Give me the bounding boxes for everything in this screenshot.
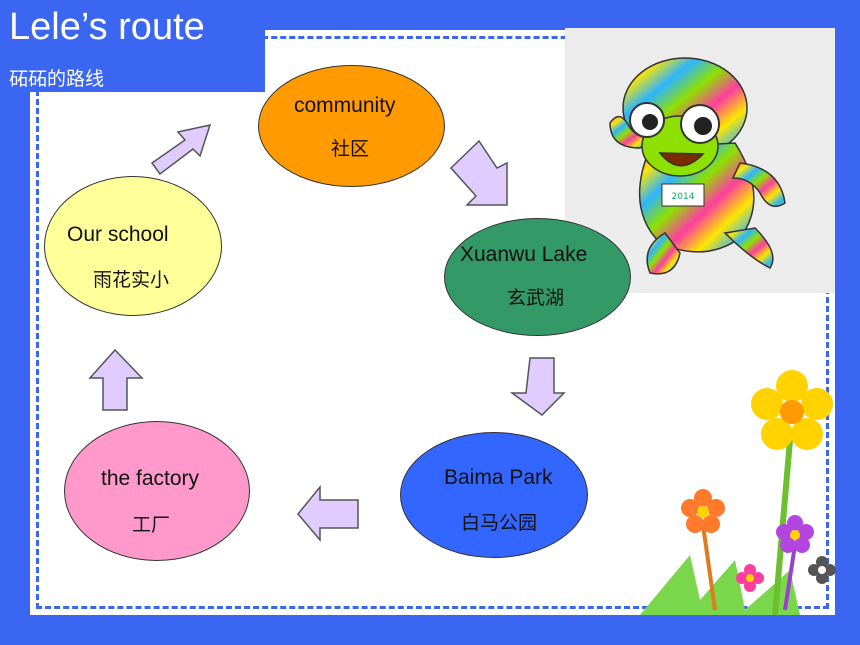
node-label-en: Our school <box>67 223 169 246</box>
arrow-school-to-community <box>150 123 212 176</box>
node-label-zh: 工厂 <box>132 514 171 536</box>
page-subtitle: 砳砳的路线 <box>9 68 105 90</box>
node-baima-park: Baima Park 白马公园 <box>400 432 588 558</box>
arrow-park-to-factory <box>297 484 359 543</box>
flower-illustration-icon <box>640 370 836 616</box>
node-label-en: the factory <box>101 467 200 490</box>
node-label-zh: 雨花实小 <box>93 269 170 291</box>
node-label-en: Baima Park <box>444 466 553 489</box>
node-label-en: community <box>294 94 396 117</box>
dashed-border <box>36 36 829 609</box>
title-box: Lele’s route 砳砳的路线 <box>0 0 265 92</box>
node-label-zh: 玄武湖 <box>507 287 565 309</box>
node-label-zh: 白马公园 <box>461 512 538 534</box>
arrow-community-to-lake <box>449 139 508 206</box>
arrow-factory-to-school <box>88 348 144 411</box>
node-factory: the factory 工厂 <box>64 421 250 561</box>
node-label-zh: 社区 <box>331 138 370 160</box>
node-xuanwu-lake: Xuanwu Lake 玄武湖 <box>444 218 631 336</box>
node-school: Our school 雨花实小 <box>44 176 222 316</box>
page-title: Lele’s route <box>9 6 205 48</box>
node-label-en: Xuanwu Lake <box>460 243 588 266</box>
arrow-lake-to-park <box>509 357 566 416</box>
svg-text:2014: 2014 <box>672 192 695 202</box>
mascot-illustration-icon: 2014 <box>609 57 786 275</box>
node-community: community 社区 <box>258 65 445 187</box>
